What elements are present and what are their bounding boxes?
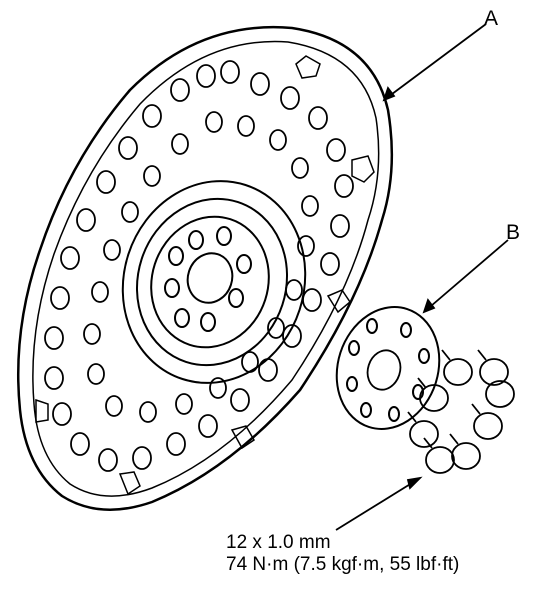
drive-plate-a-icon bbox=[16, 26, 394, 511]
callout-a-label: A bbox=[484, 7, 499, 30]
backing-plate-b-icon bbox=[335, 306, 515, 474]
leader-lines bbox=[335, 23, 509, 531]
torque-spec: 12 x 1.0 mm 74 N·m (7.5 kgf·m, 55 lbf·ft… bbox=[226, 532, 459, 576]
bolt-size-text: 12 x 1.0 mm bbox=[226, 532, 331, 553]
callout-b-label: B bbox=[506, 221, 521, 244]
torque-text: 74 N·m (7.5 kgf·m, 55 lbf·ft) bbox=[226, 554, 460, 575]
